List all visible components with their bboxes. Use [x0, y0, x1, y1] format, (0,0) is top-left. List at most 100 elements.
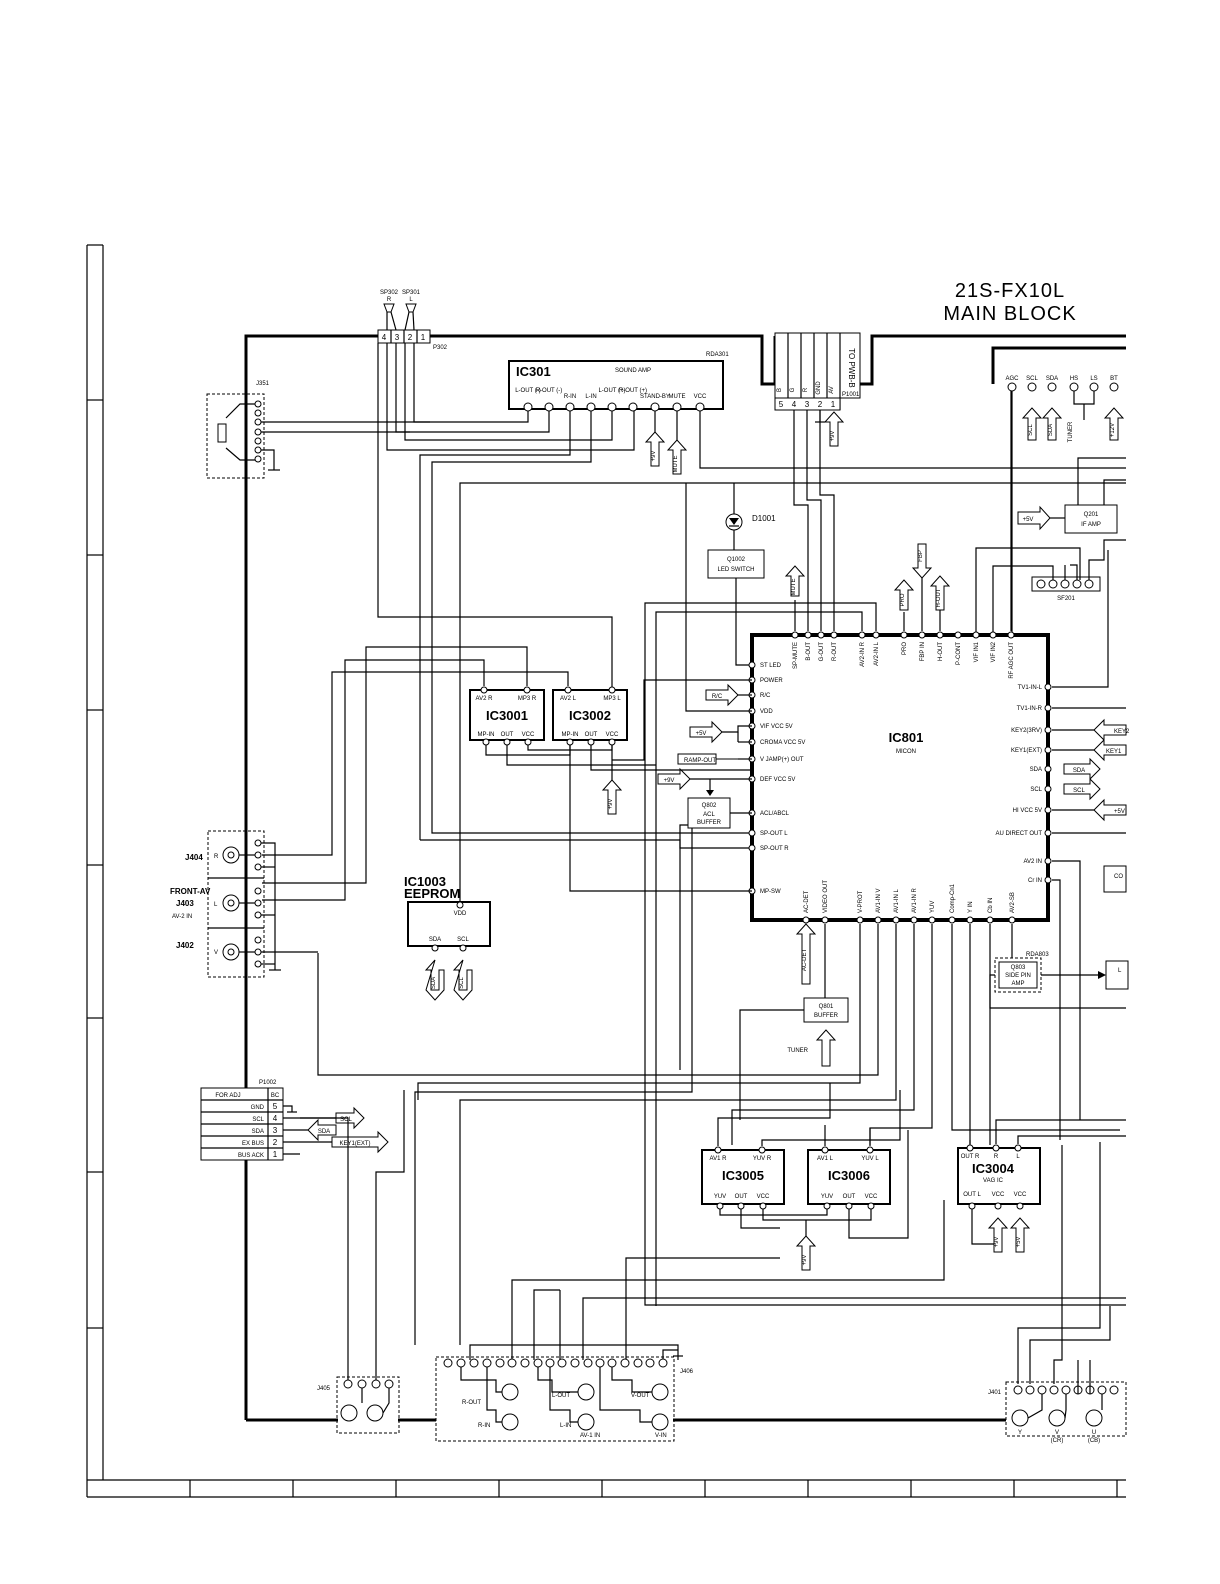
- vif-vcc-arrow-label: +5V: [696, 731, 707, 737]
- p302-pin-3: 3: [395, 333, 400, 342]
- pro-arrow-label: PRO: [900, 593, 906, 606]
- ic801-pin-comp-cn1: Comp-Cn1: [950, 883, 956, 913]
- ic301-supply-label: +9V: [651, 451, 657, 462]
- p1002-header-forad: FOR ADJ: [215, 1093, 240, 1099]
- j403-suffix: AV-2 IN: [172, 914, 192, 920]
- p1002-scl-arrow: SCL: [340, 1117, 352, 1123]
- p1002-row-2-num: 4: [273, 1114, 278, 1123]
- connector-j405: J406 R-OUT L-OUT V-OUT R-IN L-IN V-IN AV…: [435, 1349, 694, 1442]
- j401-cb: (CB): [1088, 1438, 1100, 1444]
- title-line-1: 21S-FX10L: [955, 280, 1065, 302]
- ic801-pin-vif-in2: VIF IN2: [991, 641, 997, 662]
- p1001-pin-4: 4: [792, 400, 797, 409]
- ic3004-name: IC3004: [972, 1161, 1015, 1176]
- ic801-pin-av2-in: AV2 IN: [1023, 859, 1042, 865]
- speaker-sp302: SP302 R: [380, 290, 399, 313]
- bus-label-hs: HS: [1070, 376, 1078, 382]
- ic3001-bot-vcc: VCC: [522, 732, 535, 738]
- ic801-pin-av2-in-r: AV2-IN R: [860, 641, 866, 667]
- q801-buffer: Q801 BUFFER TUNER: [739, 997, 849, 1120]
- sp-mute-arrow-label: MUTE: [791, 579, 797, 596]
- ic801-pin-v-prot: V-PROT: [858, 890, 864, 913]
- ic3004-top-outr: OUT R: [961, 1154, 980, 1160]
- ic1003-name: IC1003: [404, 874, 446, 889]
- p1001-pin-5: 5: [779, 400, 784, 409]
- ic3004-supply-1: +9V: [994, 1237, 1000, 1248]
- ic3001-top-av2r: AV2 R: [476, 696, 494, 702]
- ic801-pin-p-cont: P-CONT: [956, 642, 962, 665]
- j405-av1-in: AV-1 IN: [580, 1433, 600, 1439]
- p1001-pin-2: 2: [818, 400, 823, 409]
- ic1003-desc: EEPROM: [404, 886, 460, 901]
- p1002-row-3-num: 3: [273, 1126, 278, 1135]
- j403-prefix: FRONT-AV: [170, 887, 211, 896]
- ic3001-3002-wires: +9V: [262, 646, 752, 901]
- ic1003-vdd: VDD: [454, 911, 467, 917]
- p1001-av-arrow: +9V: [815, 410, 845, 447]
- ic801-pin-sp-mute: SP-MUTE: [793, 642, 799, 669]
- ic3006-supply-label: +9V: [802, 1255, 808, 1266]
- bus-bt-arrow: +12V: [1110, 423, 1116, 437]
- q1002-led-switch: Q1002 LED SWITCH: [707, 549, 765, 666]
- ac-det-arrow-label: AC-DET: [802, 949, 808, 972]
- ic3002-bot-vcc: VCC: [606, 732, 619, 738]
- ic801-left-pins: ST LED POWER R/C VDD VIF VCC 5V CROMA VC…: [748, 661, 805, 895]
- ic801-pin-vjamp: V JAMP(+) OUT: [760, 757, 804, 763]
- sp302-label: SP302: [380, 290, 399, 296]
- ic801-top-wires: MUTE PRO FBP H-OUT: [644, 391, 1012, 848]
- ic801-pin-y-in: Y IN: [968, 901, 974, 913]
- hout-arrow-label: H-OUT: [936, 588, 942, 607]
- ic3002-bot-out: OUT: [585, 732, 598, 738]
- p1001-label-av: AV: [829, 386, 835, 394]
- q201-name: Q201: [1084, 512, 1099, 518]
- ic801-pin-hi-vcc: HI VCC 5V: [1013, 808, 1042, 814]
- ic3006-bot-out: OUT: [843, 1194, 856, 1200]
- j403-label: J403: [176, 899, 194, 908]
- ic801-pin-croma-vcc: CROMA VCC 5V: [760, 740, 805, 746]
- connector-j406: J405: [317, 1376, 400, 1434]
- j404-side: R: [214, 854, 219, 860]
- connector-j401: J401 Y V (CR) U (CB): [988, 1360, 1127, 1444]
- ic3002-top-mp3l: MP3 L: [603, 696, 621, 702]
- p1002-row-1-label: GND: [251, 1105, 265, 1111]
- drawing-frame: [86, 244, 1126, 1498]
- ic801-pin-key1: KEY1(EXT): [1011, 748, 1042, 754]
- lc-partial-label: L: [1118, 968, 1122, 974]
- ic3004-desc: VAG IC: [983, 1178, 1004, 1184]
- p1002-sda-arrow: SDA: [318, 1129, 330, 1135]
- ic301-mute-label: MUTE: [673, 456, 679, 473]
- ic3001-top-mp3r: MP3 R: [518, 696, 537, 702]
- connector-sf201: SF201: [975, 539, 1126, 635]
- ic301-pin-rin: R-IN: [564, 394, 576, 400]
- bus-tuner-label: TUNER: [1068, 421, 1074, 442]
- q201-if-amp: Q201 IF AMP +5V: [1017, 457, 1126, 534]
- ic3005-3006-3004-wires: +9V +9V +5V: [717, 1083, 1126, 1271]
- q-partial-label: CO: [1114, 874, 1123, 880]
- q802-line2: ACL: [703, 812, 715, 818]
- sf201-label: SF201: [1057, 596, 1075, 602]
- connector-j351: J351: [206, 381, 430, 479]
- j404-label: J404: [185, 853, 203, 862]
- sp301-side: L: [409, 297, 413, 303]
- ic3006-name: IC3006: [828, 1168, 870, 1183]
- ic801-pin-key2: KEY2(3RV): [1011, 728, 1042, 734]
- ic801-pin-av1-in-v: AV1-IN V: [876, 888, 882, 913]
- ic801-pin-rc: R/C: [760, 693, 771, 699]
- ic801-pin-rf-agc: RF AGC OUT: [1009, 642, 1015, 679]
- p302-pin-4: 4: [382, 333, 387, 342]
- q201-supply: +5V: [1023, 517, 1034, 523]
- ic801-pin-ac-det: AC-DET: [804, 890, 810, 913]
- ic801-pin-sda: SDA: [1030, 767, 1042, 773]
- ic301-pin-rout-neg: R-OUT (-): [536, 388, 563, 394]
- j401-y: Y: [1018, 1430, 1022, 1436]
- ic801-pin-cb-in: Cb IN: [988, 898, 994, 913]
- ic801-pin-av1-in-r: AV1-IN R: [912, 887, 918, 913]
- front-av-jacks: J404 R FRONT-AV J403 AV-2 IN L J402 V: [170, 830, 318, 978]
- q803-name: Q803: [1011, 965, 1026, 971]
- ic801-pin-power: POWER: [760, 678, 783, 684]
- p1002-row-1-num: 5: [273, 1102, 278, 1111]
- ic801-pin-r-out: R-OUT: [832, 642, 838, 661]
- j401-label: J401: [988, 1390, 1002, 1396]
- key1-arrow-label: KEY1: [1106, 749, 1122, 755]
